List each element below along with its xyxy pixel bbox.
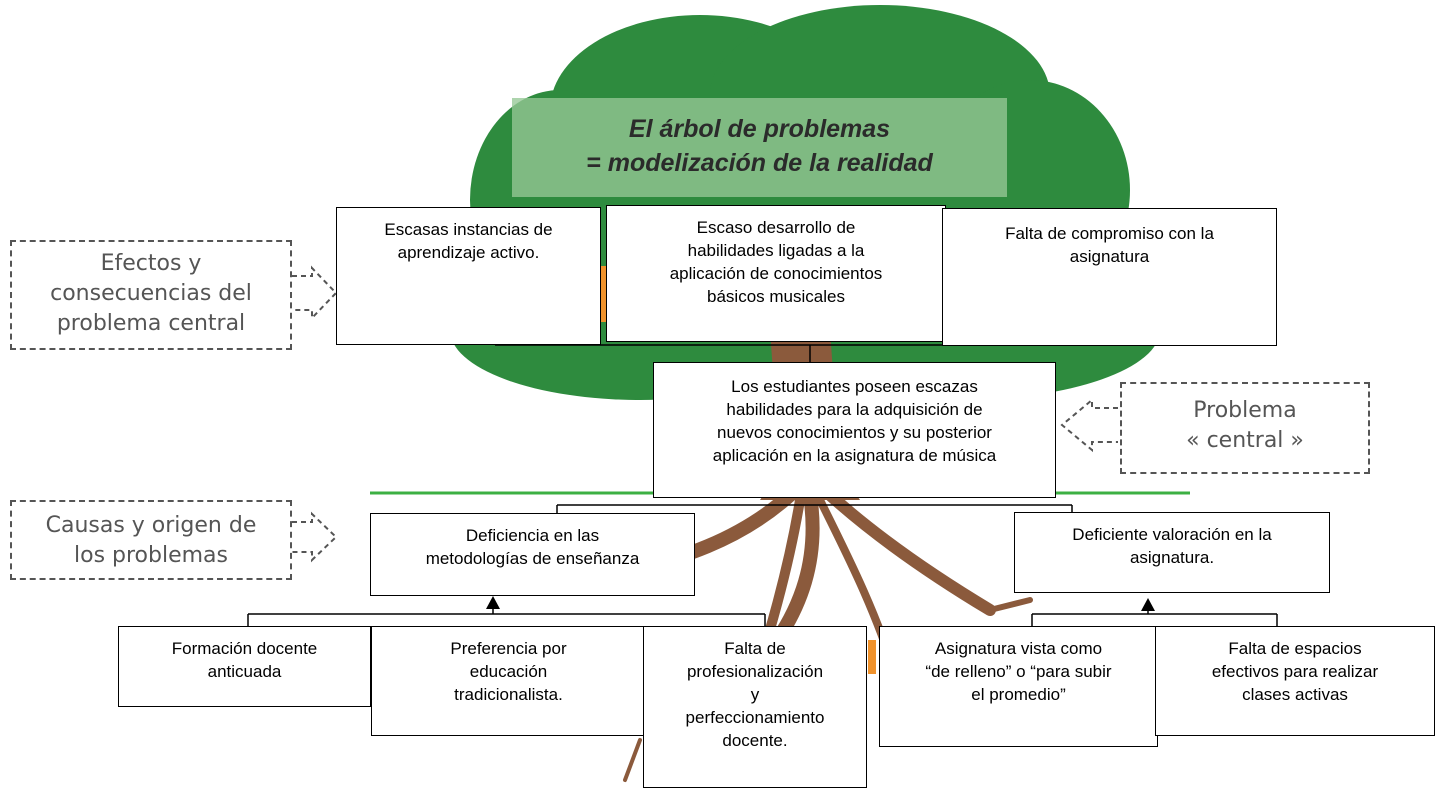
- box-line: habilidades ligadas a la: [687, 241, 865, 260]
- box-line: aplicación en la asignatura de música: [712, 446, 997, 465]
- box-line: Falta de espacios: [1228, 639, 1362, 658]
- label-line: problema central: [56, 311, 246, 336]
- label-line: los problemas: [74, 543, 228, 568]
- box-line: Falta de compromiso con la: [1005, 224, 1214, 243]
- central-problem-label: Problema « central »: [1120, 382, 1370, 474]
- box-line: asignatura: [1069, 247, 1150, 266]
- box-line: “de relleno” o “para subir: [925, 662, 1112, 681]
- box-line: Deficiente valoración en la: [1072, 525, 1272, 544]
- subcause-box-professionalization: Falta de profesionalización y perfeccion…: [643, 626, 867, 788]
- box-line: y: [750, 685, 760, 704]
- title-line-2: = modelización de la realidad: [586, 149, 933, 177]
- subcause-box-traditional: Preferencia por educación tradicionalist…: [371, 626, 646, 736]
- title-line-1: El árbol de problemas: [628, 115, 891, 143]
- box-line: docente.: [722, 731, 788, 750]
- label-line: Causas y origen de: [45, 513, 257, 538]
- central-problem-box: Los estudiantes poseen escazas habilidad…: [653, 362, 1056, 498]
- cause-box-methodology: Deficiencia en las metodologías de enseñ…: [370, 513, 695, 596]
- box-line: Preferencia por: [450, 639, 567, 658]
- box-line: el promedio”: [971, 685, 1066, 704]
- box-line: efectivos para realizar: [1211, 662, 1379, 681]
- arrow-head: [486, 596, 500, 609]
- box-line: aprendizaje activo.: [397, 243, 540, 262]
- arrow-head: [1141, 598, 1155, 611]
- box-line: metodologías de enseñanza: [425, 549, 640, 568]
- effect-box-1: Escasas instancias de aprendizaje activo…: [336, 207, 601, 345]
- box-line: Los estudiantes poseen escazas: [731, 377, 978, 396]
- box-line: Deficiencia en las: [465, 526, 600, 545]
- dashed-arrows: [292, 265, 1118, 563]
- box-line: habilidades para la adquisición de: [726, 400, 983, 419]
- box-line: Escasas instancias de: [384, 220, 553, 239]
- box-line: tradicionalista.: [454, 685, 563, 704]
- box-line: asignatura.: [1129, 548, 1215, 567]
- subcause-box-training: Formación docente anticuada: [118, 626, 371, 707]
- label-line: Efectos y: [100, 251, 202, 276]
- label-line: « central »: [1186, 428, 1304, 453]
- box-line: Escaso desarrollo de: [696, 218, 856, 237]
- effects-label: Efectos y consecuencias del problema cen…: [10, 240, 292, 350]
- box-line: profesionalización: [686, 662, 824, 681]
- box-line: nuevos conocimientos y su posterior: [717, 423, 992, 442]
- box-line: básicos musicales: [707, 287, 845, 306]
- diagram-title: El árbol de problemas = modelización de …: [512, 98, 1007, 197]
- box-line: perfeccionamiento: [685, 708, 825, 727]
- label-line: consecuencias del: [50, 281, 252, 306]
- causes-label: Causas y origen de los problemas: [10, 500, 292, 580]
- effect-box-3: Falta de compromiso con la asignatura: [942, 208, 1277, 346]
- effect-box-2: Escaso desarrollo de habilidades ligadas…: [606, 205, 946, 342]
- subcause-box-filler-subject: Asignatura vista como “de relleno” o “pa…: [879, 626, 1158, 747]
- box-line: anticuada: [207, 662, 282, 681]
- label-line: Problema: [1193, 398, 1297, 423]
- box-line: aplicación de conocimientos: [669, 264, 883, 283]
- cause-box-valuation: Deficiente valoración en la asignatura.: [1014, 512, 1330, 593]
- box-line: Asignatura vista como: [934, 639, 1103, 658]
- orange-accent: [868, 640, 876, 674]
- box-line: Formación docente: [171, 639, 318, 658]
- box-line: clases activas: [1242, 685, 1348, 704]
- box-line: Falta de: [724, 639, 786, 658]
- box-line: educación: [469, 662, 548, 681]
- orange-accent: [600, 266, 608, 322]
- subcause-box-spaces: Falta de espacios efectivos para realiza…: [1155, 626, 1435, 736]
